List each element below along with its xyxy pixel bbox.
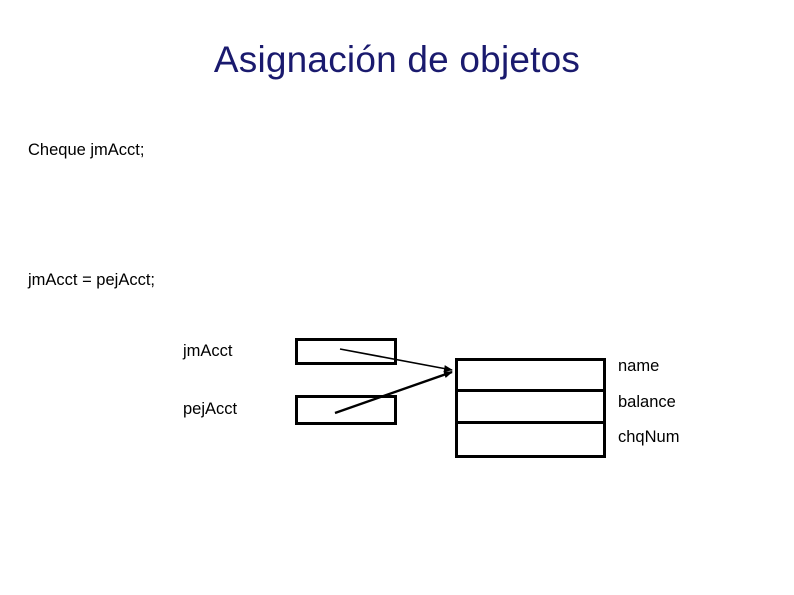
object-cell-balance	[458, 392, 603, 424]
page-title: Asignación de objetos	[213, 39, 581, 80]
object-cell-chqnum	[458, 424, 603, 455]
variable-label-pejacct: pejAcct	[183, 400, 238, 418]
field-label-name: name	[618, 357, 660, 375]
object-box	[455, 358, 606, 458]
object-cell-name	[458, 361, 603, 393]
field-label-chqnum: chqNum	[618, 428, 680, 446]
code-line-assignment: jmAcct = pejAcct;	[28, 271, 155, 289]
variable-label-jmacct: jmAcct	[183, 342, 233, 360]
reference-box-jmacct	[295, 338, 397, 365]
field-label-balance: balance	[618, 393, 676, 411]
code-line-declaration: Cheque jmAcct;	[28, 141, 145, 159]
reference-box-pejacct	[295, 395, 397, 425]
